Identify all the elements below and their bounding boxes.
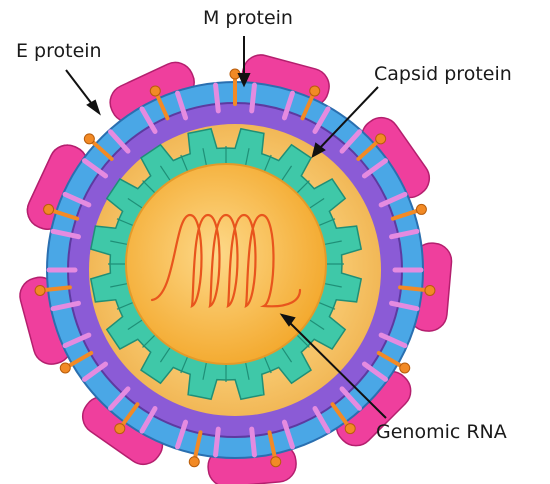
capsid-seam — [159, 347, 171, 363]
e-protein-pointer — [65, 69, 96, 109]
capsid-seam — [319, 218, 336, 226]
capsid-seam — [142, 334, 156, 348]
capsid-seam — [142, 180, 156, 194]
m-protein-head — [43, 203, 55, 215]
capsid-seam — [110, 283, 128, 288]
capsid-seam — [127, 197, 143, 209]
m-protein-head — [415, 203, 427, 215]
m-protein-head — [34, 284, 46, 296]
e-protein-arrowhead — [86, 99, 101, 116]
m-protein-head — [344, 423, 356, 435]
m-protein-head — [83, 133, 95, 145]
m-protein-head — [399, 362, 411, 374]
capsid-seam — [245, 148, 250, 166]
lipid-linker — [82, 158, 109, 179]
capsid-protein-pointer — [317, 86, 379, 151]
capsid-segments — [108, 146, 344, 382]
lipid-linker — [249, 426, 257, 458]
lipid-linker — [108, 386, 131, 411]
m-protein-head — [424, 284, 436, 296]
capsid-seam — [202, 362, 207, 380]
m-protein-arrowhead — [237, 73, 251, 88]
capsid-seam — [127, 319, 143, 331]
lipid-linker — [389, 300, 420, 312]
genomic-rna-pointer — [286, 319, 387, 419]
lipid-linker — [175, 419, 189, 450]
capsid-seam — [245, 362, 250, 380]
lipid-linker — [312, 106, 331, 134]
capsid-seam — [281, 347, 293, 363]
capsid-seam — [296, 334, 310, 348]
genomic-rna-arrowhead — [279, 313, 296, 327]
lipid-linker — [339, 386, 362, 411]
e-protein-label: E protein — [16, 40, 102, 62]
lipid-linker-group — [46, 82, 424, 458]
capsid-protein-arrowhead — [311, 142, 326, 158]
capsid-seam — [324, 240, 342, 245]
lipid-linker — [378, 191, 408, 208]
m-protein-head — [309, 85, 321, 97]
lipid-linker — [281, 90, 295, 121]
capsid-seam — [296, 180, 310, 194]
capsid-seam — [180, 357, 188, 374]
m-protein-head — [114, 423, 126, 435]
capsid-seam — [309, 319, 325, 331]
lipid-linker — [339, 129, 362, 154]
lipid-linker — [361, 361, 388, 382]
capsid-seam — [281, 165, 293, 181]
lipid-linker — [389, 228, 420, 240]
capsid-seam — [319, 302, 336, 310]
lipid-linker — [62, 191, 92, 208]
lipid-linker — [175, 90, 189, 121]
lipid-linker — [281, 419, 295, 450]
m-protein-head — [59, 362, 71, 374]
capsid-seam — [264, 357, 272, 374]
lipid-linker — [62, 332, 92, 349]
lipid-linker — [378, 332, 408, 349]
m-protein-head — [270, 456, 282, 468]
capsid-seam — [202, 148, 207, 166]
capsid-seam — [180, 154, 188, 171]
capsid-seam — [264, 154, 272, 171]
lipid-linker — [82, 361, 109, 382]
m-protein-head — [188, 456, 200, 468]
capsid-seam — [116, 218, 133, 226]
capsid-seam — [110, 240, 128, 245]
lipid-linker — [213, 82, 221, 114]
m-protein-label: M protein — [203, 7, 293, 29]
m-protein-head — [375, 133, 387, 145]
lipid-linker — [139, 406, 158, 434]
genomic-rna-label: Genomic RNA — [376, 421, 507, 443]
capsid-protein-label: Capsid protein — [374, 63, 512, 85]
capsid-seam — [309, 197, 325, 209]
capsid-seam — [116, 302, 133, 310]
lipid-linker — [213, 426, 221, 458]
lipid-linker — [50, 300, 81, 312]
genomic-rna-coil — [150, 213, 302, 309]
lipid-linker — [50, 228, 81, 240]
m-protein-head — [149, 85, 161, 97]
lipid-linker — [249, 82, 257, 114]
capsid-seam — [324, 283, 342, 288]
core — [125, 163, 327, 365]
lipid-linker — [312, 406, 331, 434]
lipid-linker — [108, 129, 131, 154]
lipid-linker — [361, 158, 388, 179]
lipid-linker — [139, 106, 158, 134]
m-protein-group — [34, 68, 436, 468]
capsid-seam — [159, 165, 171, 181]
